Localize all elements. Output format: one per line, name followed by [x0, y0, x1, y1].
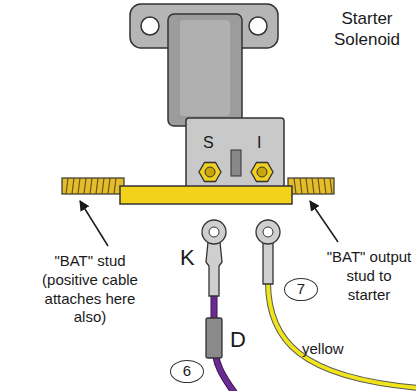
wire-color: yellow [302, 340, 344, 359]
wire-sleeve [206, 318, 222, 358]
part-title: Starter Solenoid [322, 8, 412, 51]
solenoid-body [168, 14, 242, 126]
mount-hole [249, 17, 267, 35]
callout-number: 7 [297, 281, 305, 298]
part-letter: D [230, 326, 246, 354]
ring-terminal-k [202, 220, 226, 296]
solenoid-base [120, 186, 292, 204]
mount-hole [141, 17, 159, 35]
bat-stud-left [62, 178, 124, 194]
callout-oval: 7 [284, 278, 318, 301]
terminal-nut [199, 163, 221, 182]
bat-stud-right [288, 178, 334, 194]
terminal-panel [186, 118, 284, 188]
leader-arrow [80, 201, 108, 246]
body-highlight [180, 20, 230, 116]
divider [231, 150, 241, 176]
terminal-name: S [203, 133, 214, 153]
stud-note: "BAT" stud (positive cable attaches here… [34, 252, 146, 327]
stud-note: "BAT" output stud to starter [326, 248, 412, 304]
terminal-nut [251, 163, 273, 182]
terminal-name: I [257, 133, 261, 153]
callout-oval: 6 [170, 360, 204, 383]
leader-arrow [310, 201, 338, 242]
part-letter: K [180, 244, 195, 272]
callout-number: 6 [183, 363, 191, 380]
ring-terminal [256, 220, 280, 284]
